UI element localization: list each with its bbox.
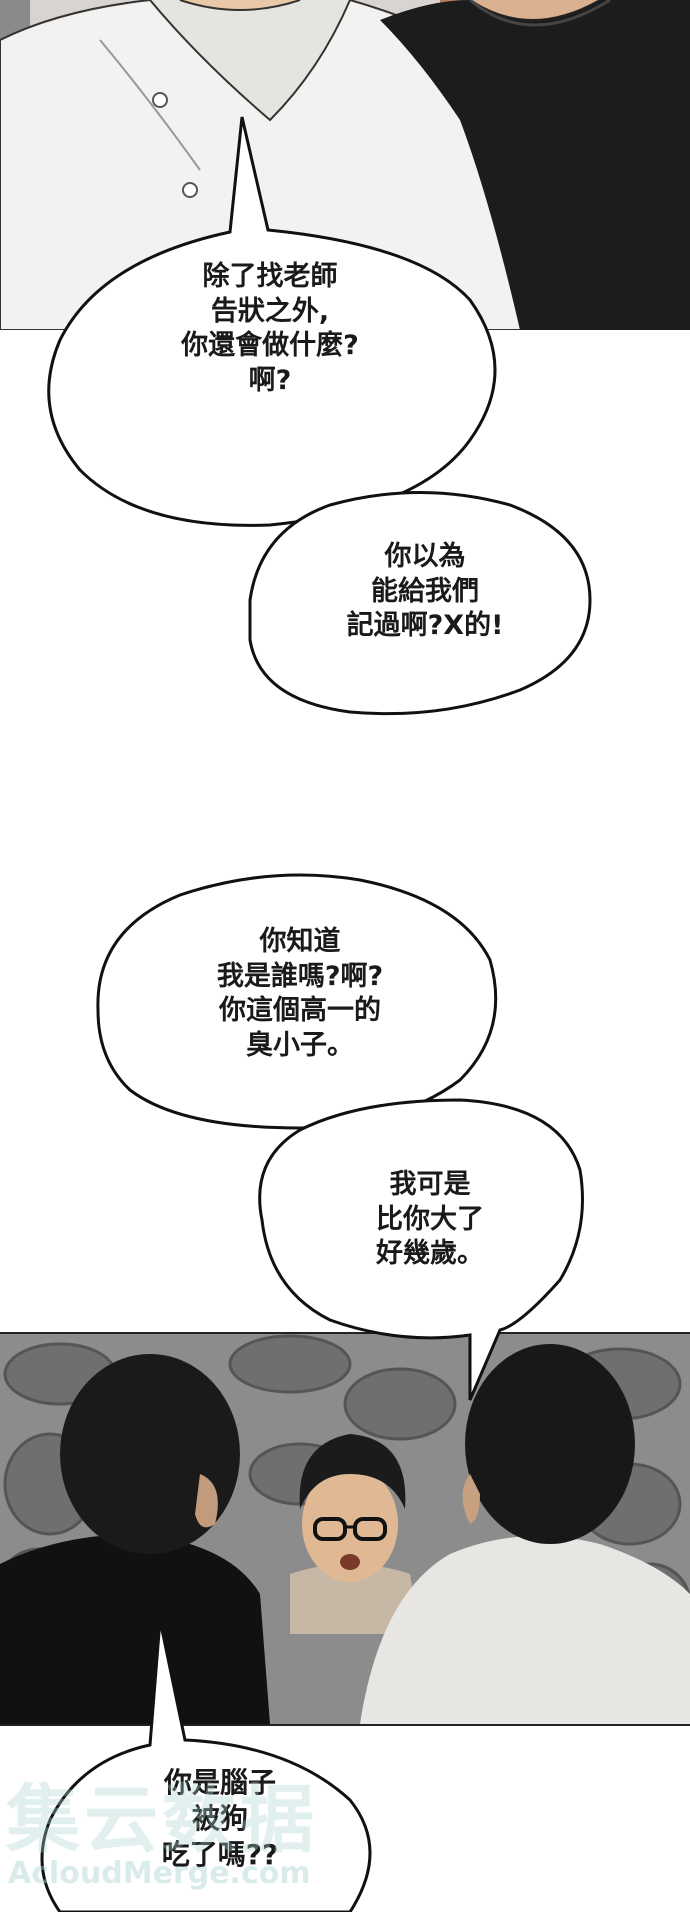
bubble-1-line-4: 啊? [248, 364, 292, 396]
bubble-text-2: 你以為 能給我們 記過啊?X的! [290, 540, 560, 644]
bubble-1-line-2: 告狀之外, [210, 295, 330, 327]
bubble-1-line-1: 除了找老師 [202, 261, 338, 292]
bubble-4-line-1: 我可是 [389, 1169, 471, 1200]
bubble-3-line-2: 我是誰嗎?啊? [216, 960, 384, 992]
bubble-3-line-1: 你知道 [259, 926, 341, 957]
bubble-text-1: 除了找老師 告狀之外, 你還會做什麼? 啊? [120, 260, 420, 398]
bubble-text-5: 你是腦子 被狗 吃了嗎?? [100, 1765, 340, 1872]
panel-art-stone-wall [0, 1334, 690, 1724]
speech-bubble-1 [47, 116, 497, 527]
panel-art-shirts [0, 0, 690, 330]
speech-bubble-3 [96, 873, 498, 1130]
bubble-5-line-2: 被狗 [191, 1801, 248, 1835]
bubble-2-line-2: 能給我們 [371, 575, 479, 607]
bubble-text-3: 你知道 我是誰嗎?啊? 你這個高一的 臭小子。 [150, 925, 450, 1063]
bubble-4-line-3: 好幾歲。 [376, 1238, 484, 1270]
comic-panel-top [0, 0, 690, 330]
bubble-4-line-2: 比你大了 [376, 1203, 484, 1235]
bubble-2-line-1: 你以為 [384, 541, 466, 572]
bubble-text-4: 我可是 比你大了 好幾歲。 [320, 1168, 540, 1272]
speech-bubble-4 [258, 1098, 584, 1401]
bubble-5-line-1: 你是腦子 [163, 1766, 276, 1799]
speech-bubble-2 [248, 491, 592, 716]
bubble-1-line-3: 你還會做什麼? [181, 330, 359, 362]
bubble-3-line-4: 臭小子。 [246, 1029, 354, 1061]
comic-panel-bottom [0, 1332, 690, 1726]
bubble-5-line-3: 吃了嗎?? [161, 1837, 279, 1871]
bubble-3-line-3: 你這個高一的 [219, 995, 381, 1027]
bubble-2-line-3: 記過啊?X的! [346, 610, 504, 642]
